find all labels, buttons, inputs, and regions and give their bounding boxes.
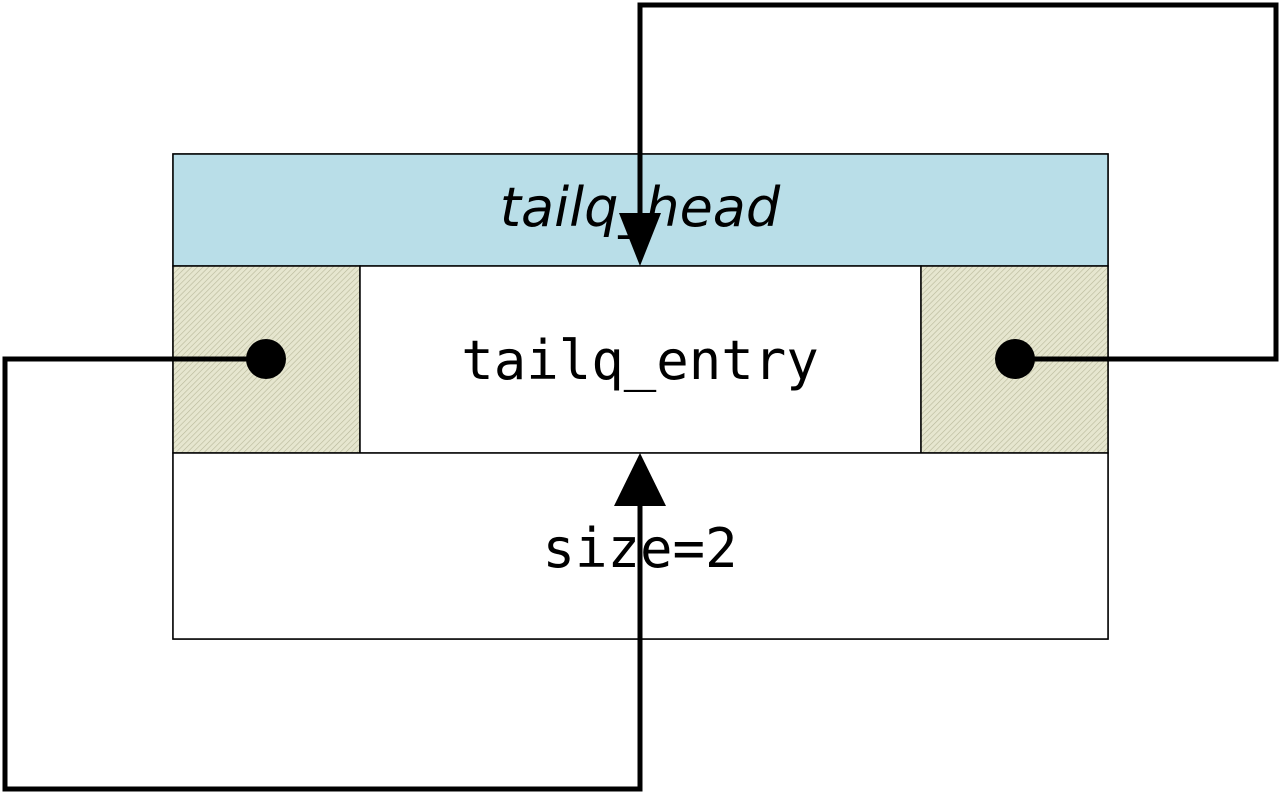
next-pointer-link bbox=[637, 2, 1279, 362]
prev-pointer-link bbox=[2, 356, 643, 792]
prev-pointer-dot bbox=[246, 339, 286, 379]
next-pointer-arrowhead bbox=[619, 213, 661, 266]
prev-pointer-arrowhead bbox=[614, 453, 666, 506]
tailq-entry-label: tailq_entry bbox=[461, 329, 819, 392]
next-pointer-dot bbox=[995, 339, 1035, 379]
tailq-entry-box bbox=[359, 265, 922, 454]
